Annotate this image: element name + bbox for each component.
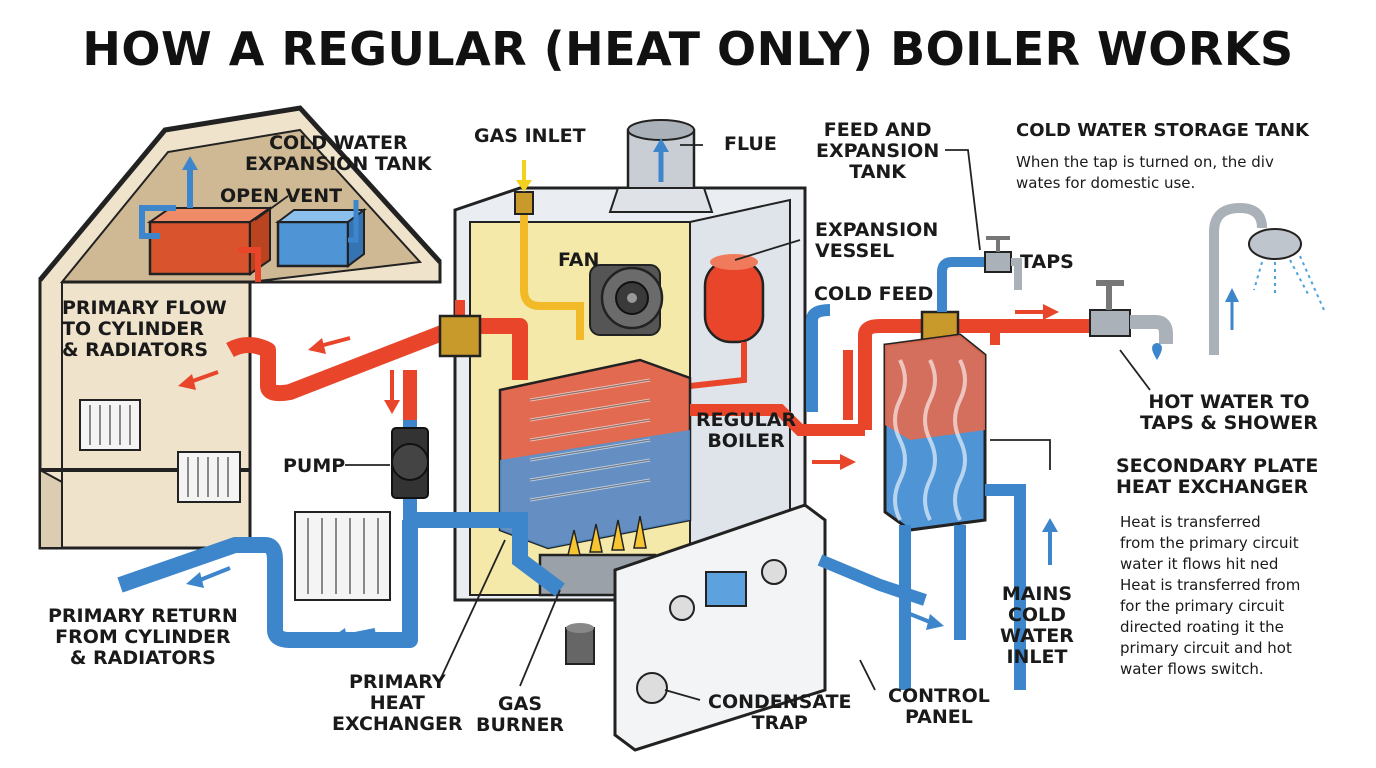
- label-regular-boiler: REGULAR BOILER: [696, 409, 797, 452]
- tap-icon: [984, 236, 1022, 290]
- label-secondary-plate-heat-exchanger: SECONDARY PLATE HEAT EXCHANGER: [1116, 455, 1319, 498]
- page-title: HOW A REGULAR (HEAT ONLY) BOILER WORKS: [82, 22, 1294, 76]
- shower-icon: [1209, 202, 1325, 355]
- label-cold-water-expansion-tank: COLD WATER EXPANSION TANK: [245, 132, 432, 175]
- label-primary-heat-exchanger: PRIMARY HEAT EXCHANGER: [332, 671, 463, 735]
- label-control-panel: CONTROL PANEL: [888, 685, 990, 728]
- label-gas-inlet: GAS INLET: [474, 125, 586, 147]
- label-pump: PUMP: [283, 455, 346, 477]
- label-expansion-vessel: EXPANSION VESSEL: [815, 219, 939, 262]
- label-mains-cold-water-inlet: MAINS COLD WATER INLET: [1000, 583, 1074, 668]
- secondary-plate-heat-exchanger: [883, 333, 987, 532]
- label-gas-burner: GAS BURNER: [476, 693, 565, 736]
- fan: [589, 264, 664, 336]
- label-cold-feed: COLD FEED: [814, 283, 934, 305]
- flue: [608, 119, 714, 213]
- label-primary-return: PRIMARY RETURN FROM CYLINDER & RADIATORS: [48, 605, 238, 669]
- label-primary-flow: PRIMARY FLOW TO CYLINDER & RADIATORS: [62, 297, 227, 361]
- feed-tank-attic: [275, 208, 367, 268]
- label-taps: TAPS: [1020, 251, 1074, 273]
- label-feed-and-expansion-tank: FEED AND EXPANSION TANK: [816, 119, 940, 183]
- cold-water-expansion-tank: [146, 206, 274, 276]
- leader-lines: [254, 144, 1151, 701]
- pump: [391, 370, 429, 520]
- label-open-vent: OPEN VENT: [220, 185, 343, 207]
- control-panel: [613, 503, 827, 752]
- radiator-upper: [79, 399, 141, 451]
- storage-tank-description: When the tap is turned on, the div wates…: [1016, 153, 1274, 192]
- label-flue: FLUE: [724, 133, 777, 155]
- secondary-exchanger-description: Heat is transferred from the primary cir…: [1120, 513, 1301, 678]
- primary-heat-exchanger: [498, 358, 692, 550]
- radiator-lower: [294, 511, 391, 601]
- condensate-trap: [565, 623, 595, 665]
- radiator-middle: [177, 451, 241, 503]
- hot-water-tap-icon: [1089, 280, 1173, 360]
- label-hot-water-to-taps: HOT WATER TO TAPS & SHOWER: [1140, 391, 1318, 434]
- label-fan: FAN: [558, 249, 600, 271]
- label-condensate-trap: CONDENSATE TRAP: [708, 691, 852, 734]
- expansion-vessel: [689, 254, 765, 389]
- label-cold-water-storage-tank: COLD WATER STORAGE TANK: [1016, 120, 1309, 141]
